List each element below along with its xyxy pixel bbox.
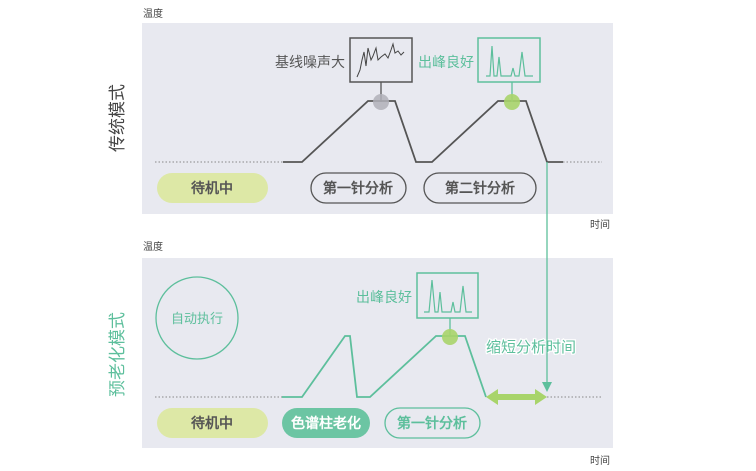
y-axis-label: 温度 (143, 7, 163, 20)
pill-column-aging (282, 408, 370, 438)
sample-point-gray (373, 94, 389, 110)
shorten-time-label: 缩短分析时间 (486, 338, 576, 356)
good-chromatogram (424, 279, 472, 313)
mode-label-traditional: 传统模式 (108, 84, 128, 152)
pill-first-analysis (384, 407, 481, 439)
good-label: 出峰良好 (418, 55, 474, 71)
pill-standby (157, 173, 268, 203)
mode-label-preaging: 预老化模式 (108, 312, 128, 397)
good-chromatogram-box (416, 272, 479, 319)
x-axis-label: 时间 (590, 218, 610, 231)
pill-first-analysis (310, 172, 407, 204)
noisy-chromatogram (356, 42, 405, 78)
temperature-program-line (283, 100, 563, 163)
arrow-down-icon (542, 382, 552, 392)
sample-point-green (504, 94, 520, 110)
noise-label: 基线噪声大 (275, 54, 345, 71)
pill-standby (157, 408, 268, 438)
y-axis-label: 温度 (143, 240, 163, 253)
x-axis-label: 时间 (590, 454, 610, 467)
pill-second-analysis (423, 172, 537, 204)
pill-standby-label: 待机中 (191, 415, 233, 432)
auto-run-label: 自动执行 (171, 312, 223, 327)
sample-point-green (442, 329, 458, 345)
pill-first-analysis-label: 第一针分析 (323, 180, 393, 197)
auto-run-circle (155, 276, 239, 360)
good-label: 出峰良好 (356, 290, 412, 306)
good-chromatogram-box (477, 37, 541, 83)
pill-second-analysis-label: 第二针分析 (445, 180, 515, 197)
double-arrow-icon (486, 389, 547, 405)
pill-column-aging-label: 色谱柱老化 (291, 415, 361, 432)
pill-standby-label: 待机中 (191, 180, 233, 197)
pill-first-analysis-label: 第一针分析 (397, 415, 467, 432)
good-chromatogram (486, 45, 533, 77)
